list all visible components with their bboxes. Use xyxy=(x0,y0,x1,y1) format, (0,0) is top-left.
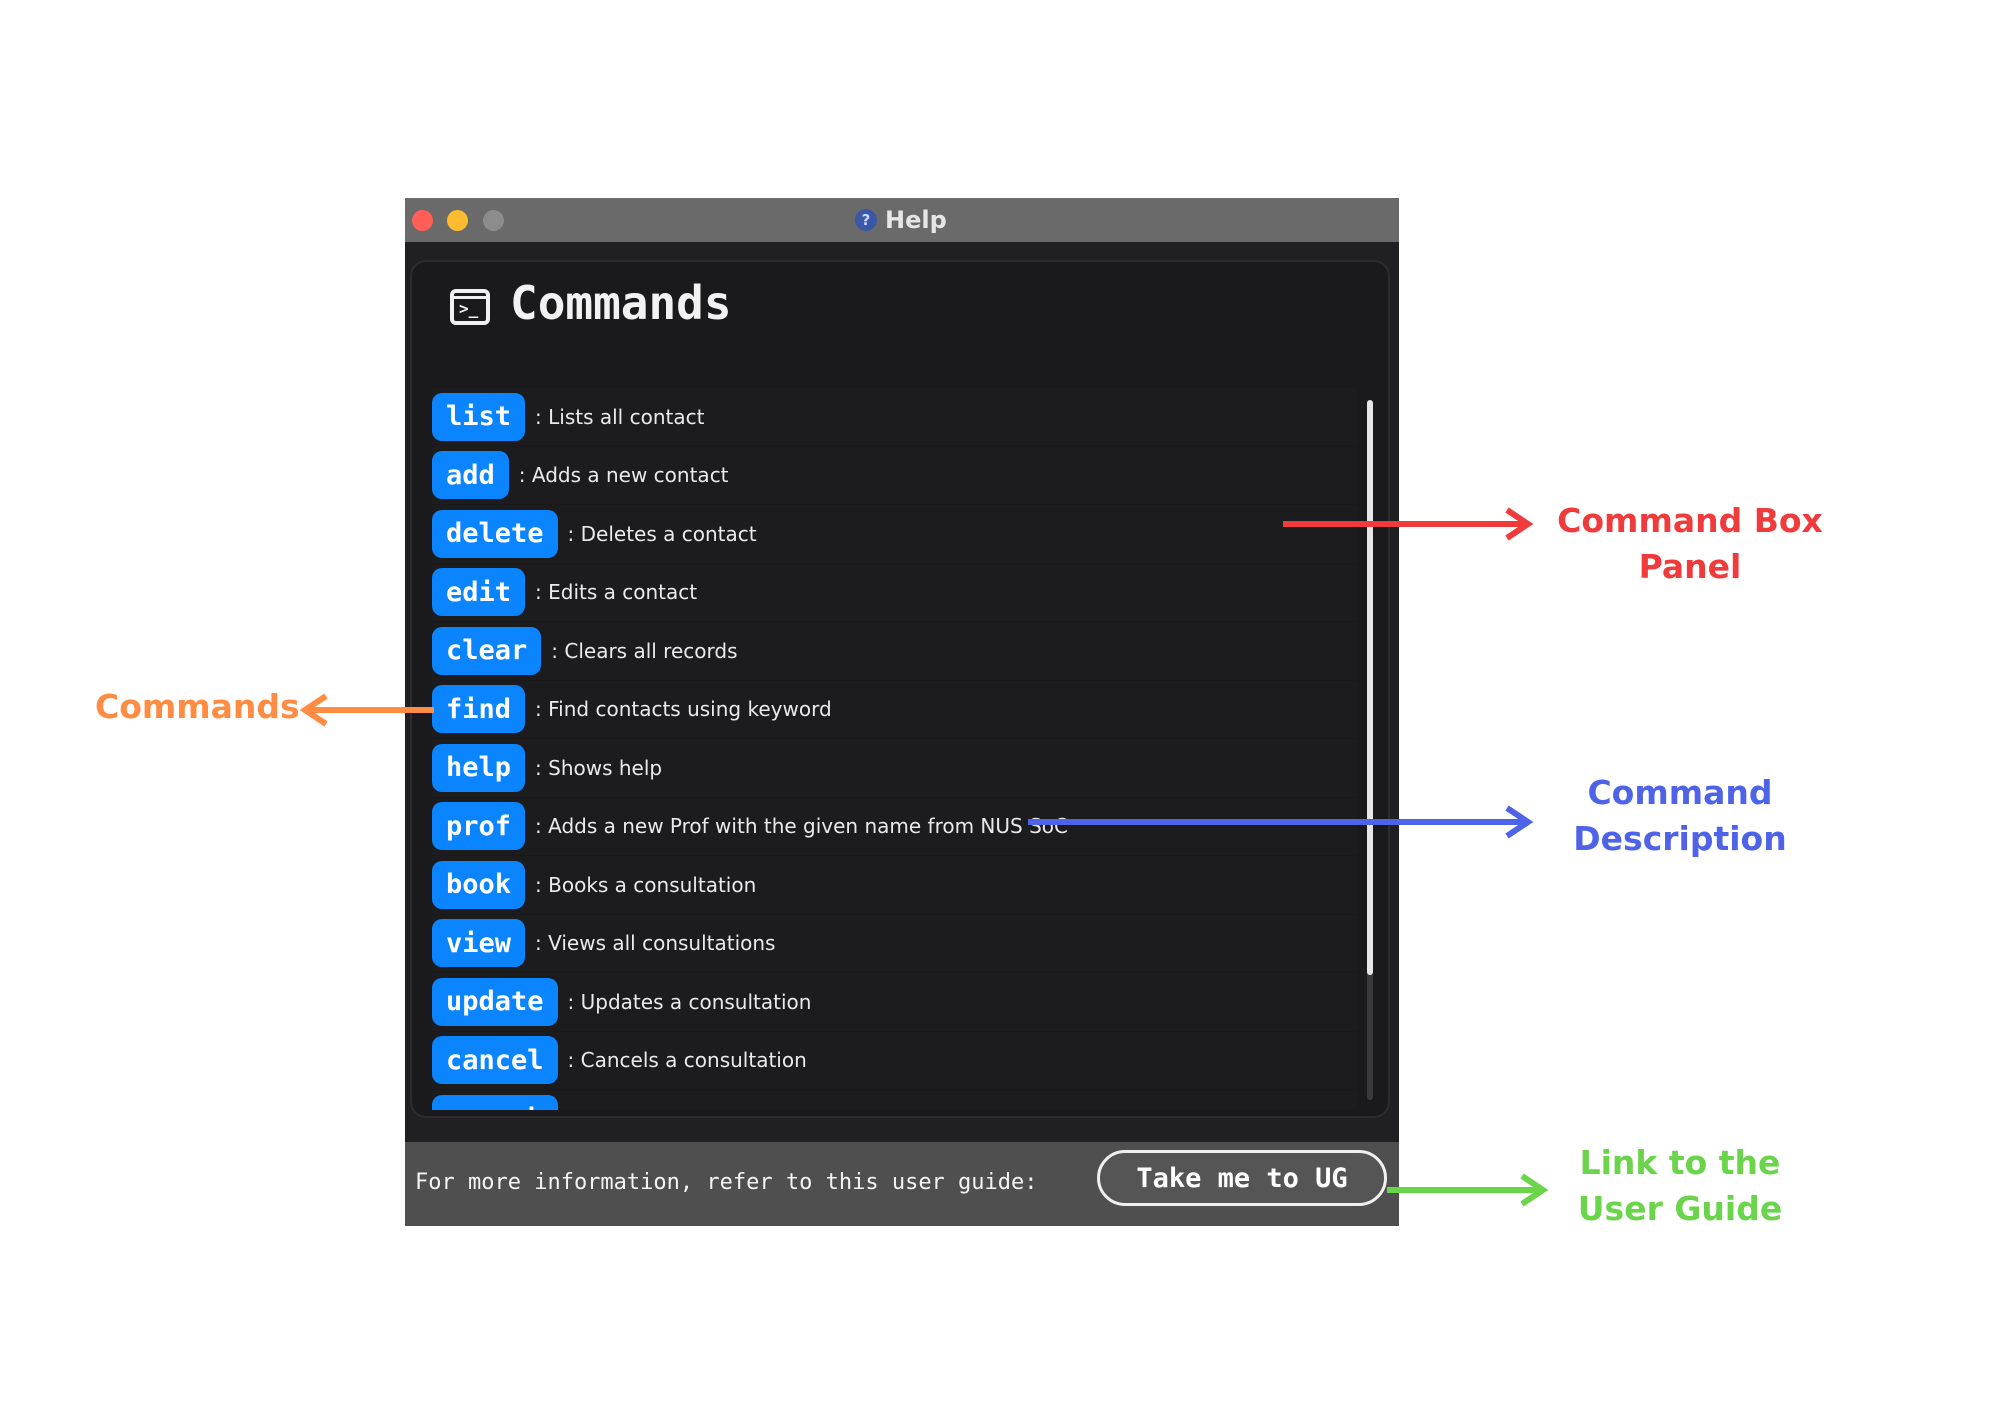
command-row: list : Lists all contact xyxy=(432,388,1357,447)
command-row: book : Books a consultation xyxy=(432,856,1357,915)
help-icon: ? xyxy=(855,209,877,231)
command-chip-cancel[interactable]: cancel xyxy=(432,1036,558,1085)
close-window-button[interactable] xyxy=(412,210,433,231)
command-row: delete : Deletes a contact xyxy=(432,505,1357,564)
annotation-link-user-guide: Link to the User Guide xyxy=(1577,1143,1783,1228)
command-description: : Edits a contact xyxy=(535,580,698,605)
command-chip-find[interactable]: find xyxy=(432,685,526,734)
footer-text: For more information, refer to this user… xyxy=(415,1170,1038,1195)
window-title-text: Help xyxy=(885,206,947,234)
footer-bar: For more information, refer to this user… xyxy=(405,1142,1399,1226)
scrollbar[interactable] xyxy=(1367,400,1373,1100)
command-description: : Find contacts using keyword xyxy=(535,697,832,722)
minimize-window-button[interactable] xyxy=(447,210,468,231)
take-me-to-ug-button[interactable]: Take me to UG xyxy=(1097,1150,1387,1206)
command-description: : Cancels a consultation xyxy=(567,1048,807,1073)
command-list[interactable]: list : Lists all contact add : Adds a new c… xyxy=(432,388,1357,1110)
command-description: : Updates a consultation xyxy=(567,989,812,1014)
command-row: help : Shows help xyxy=(432,739,1357,798)
title-bar: ? Help xyxy=(405,198,1399,242)
scrollbar-thumb[interactable] xyxy=(1367,400,1373,975)
command-description: : Deletes a contact xyxy=(567,521,757,546)
panel-title: Commands xyxy=(510,276,732,330)
command-chip-help[interactable]: help xyxy=(432,743,526,792)
arrow-command-box xyxy=(1283,507,1534,541)
arrow-command-description xyxy=(1028,805,1534,839)
command-description: : Adds a new contact xyxy=(518,463,729,488)
command-chip-clear[interactable]: clear xyxy=(432,626,542,675)
command-row: edit : Edits a contact xyxy=(432,563,1357,622)
command-chip-search[interactable]: search xyxy=(432,1094,558,1110)
command-description: : Clears all records xyxy=(551,638,738,663)
annotation-command-box-panel: Command Box Panel xyxy=(1557,501,1823,586)
panel-header: >_ Commands xyxy=(450,276,732,330)
command-description: : Views all consultations xyxy=(535,931,776,956)
annotation-command-description: Command Description xyxy=(1573,773,1787,858)
command-description: : Shows help xyxy=(535,755,663,780)
command-chip-book[interactable]: book xyxy=(432,860,526,909)
command-row: update : Updates a consultation xyxy=(432,973,1357,1032)
command-chip-view[interactable]: view xyxy=(432,919,526,968)
zoom-window-button[interactable] xyxy=(483,210,504,231)
annotation-commands: Commands xyxy=(95,687,300,726)
command-chip-list[interactable]: list xyxy=(432,392,526,441)
command-row: prof : Adds a new Prof with the given nam… xyxy=(432,797,1357,856)
terminal-icon: >_ xyxy=(450,289,490,325)
command-chip-prof[interactable]: prof xyxy=(432,802,526,851)
command-box-panel: >_ Commands list : Lists all contact add : … xyxy=(410,260,1390,1118)
command-row: search : Search a consultation xyxy=(432,1090,1357,1110)
command-chip-add[interactable]: add xyxy=(432,451,509,500)
command-row: add : Adds a new contact xyxy=(432,446,1357,505)
command-description: : Books a consultation xyxy=(535,872,757,897)
arrow-commands xyxy=(299,693,434,727)
help-window: ? Help >_ Commands list : Lists all conta… xyxy=(405,198,1399,1226)
command-row: cancel : Cancels a consultation xyxy=(432,1031,1357,1090)
command-chip-delete[interactable]: delete xyxy=(432,509,558,558)
command-chip-edit[interactable]: edit xyxy=(432,568,526,617)
command-description: : Search a consultation xyxy=(568,1107,798,1110)
command-row: view : Views all consultations xyxy=(432,914,1357,973)
window-title: ? Help xyxy=(855,198,947,242)
arrow-user-guide xyxy=(1387,1173,1549,1207)
command-description: : Lists all contact xyxy=(535,404,705,429)
command-row: find : Find contacts using keyword xyxy=(432,680,1357,739)
command-description: : Adds a new Prof with the given name fr… xyxy=(535,814,1068,839)
command-row: clear : Clears all records xyxy=(432,622,1357,681)
command-chip-update[interactable]: update xyxy=(432,977,558,1026)
